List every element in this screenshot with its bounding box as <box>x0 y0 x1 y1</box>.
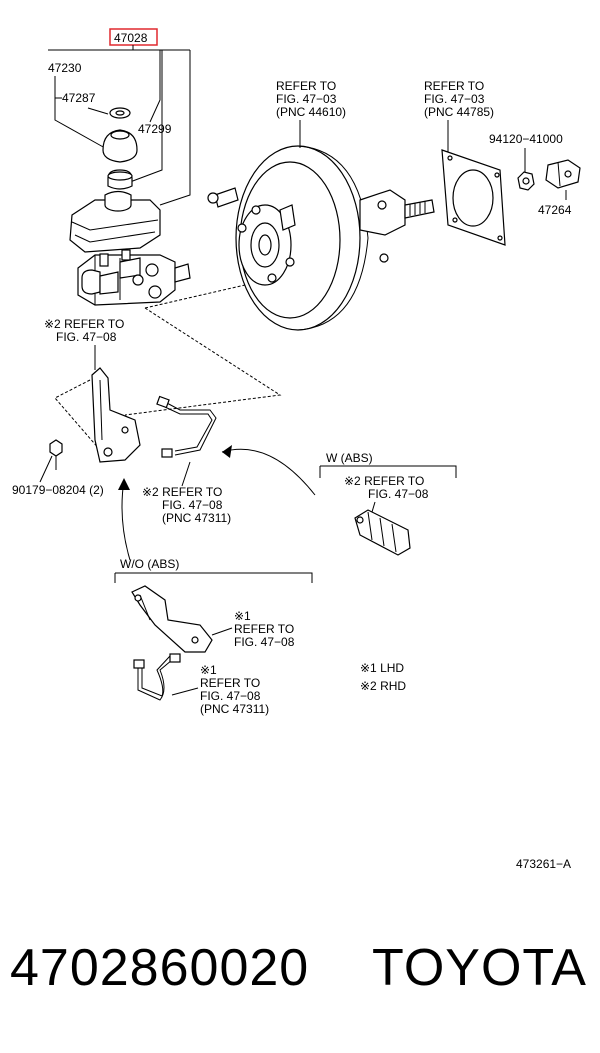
ref-woabs-bracket-line3: FIG. 47−08 <box>234 635 295 649</box>
group-w-abs-bracket <box>320 465 457 478</box>
footer-brand: TOYOTA <box>372 939 587 997</box>
ref-woabs-tube-line4: (PNC 47311) <box>200 702 269 716</box>
ref-booster-line1: REFER TO <box>276 79 336 93</box>
ref-abs-line1: ※2 REFER TO <box>344 474 424 488</box>
footer-part-number: 4702860020 <box>10 939 310 997</box>
legend-lhd: ※1 LHD <box>360 661 404 675</box>
ref-tube-line1: ※2 REFER TO <box>142 485 222 499</box>
callout-90179-08204[interactable]: 90179−08204 (2) <box>12 483 104 497</box>
ref-bracket-line1: ※2 REFER TO <box>44 317 124 331</box>
clevis-icon <box>545 159 581 189</box>
group-wo-abs-bracket <box>115 572 313 583</box>
brake-booster-icon <box>207 145 435 331</box>
ref-woabs-tube-line3: FIG. 47−08 <box>200 689 261 703</box>
legend-rhd: ※2 RHD <box>360 679 406 693</box>
grommet-icon <box>102 129 138 163</box>
arrow-from-woabs <box>121 479 131 561</box>
ref-gasket-line2: FIG. 47−03 <box>424 92 485 106</box>
reservoir-cap-icon <box>107 169 133 190</box>
callout-47230[interactable]: 47230 <box>48 61 82 75</box>
bolt-icon <box>49 439 63 457</box>
callout-47299[interactable]: 47299 <box>138 122 172 136</box>
arrow-head-icon <box>222 445 232 458</box>
woabs-bracket-icon <box>131 585 213 653</box>
nut-icon <box>517 171 535 191</box>
ref-bracket-line2: FIG. 47−08 <box>56 330 117 344</box>
ref-booster-line2: FIG. 47−03 <box>276 92 337 106</box>
brake-tube-icon <box>156 395 217 458</box>
ref-abs-line2: FIG. 47−08 <box>368 487 429 501</box>
diagram-id: 473261−A <box>516 857 571 871</box>
group-wo-abs-label: W/O (ABS) <box>120 557 179 571</box>
woabs-tube-icon <box>133 653 181 701</box>
ref-tube-line3: (PNC 47311) <box>162 511 231 525</box>
arrow-head-icon <box>118 478 130 490</box>
callout-94120-41000[interactable]: 94120−41000 <box>489 132 563 146</box>
ref-gasket-line1: REFER TO <box>424 79 484 93</box>
abs-bracket-icon <box>354 509 411 556</box>
gasket-icon <box>441 149 506 246</box>
ref-woabs-bracket-line2: REFER TO <box>234 622 294 636</box>
ref-booster-line3: (PNC 44610) <box>276 105 346 119</box>
parts-diagram: 47028 47230 47287 47299 <box>12 28 581 871</box>
ref-tube-line2: FIG. 47−08 <box>162 498 223 512</box>
ref-gasket-line3: (PNC 44785) <box>424 105 494 119</box>
callout-47264[interactable]: 47264 <box>538 203 572 217</box>
ref-woabs-bracket-line1: ※1 <box>234 609 251 623</box>
callout-47287[interactable]: 47287 <box>62 91 96 105</box>
ref-woabs-tube-line1: ※1 <box>200 663 217 677</box>
arrow-from-abs <box>221 448 316 496</box>
group-w-abs-label: W (ABS) <box>326 451 373 465</box>
callout-47028[interactable]: 47028 <box>114 31 148 45</box>
master-cylinder-icon <box>69 190 191 306</box>
ref-woabs-tube-line2: REFER TO <box>200 676 260 690</box>
bracket-icon <box>91 367 141 463</box>
